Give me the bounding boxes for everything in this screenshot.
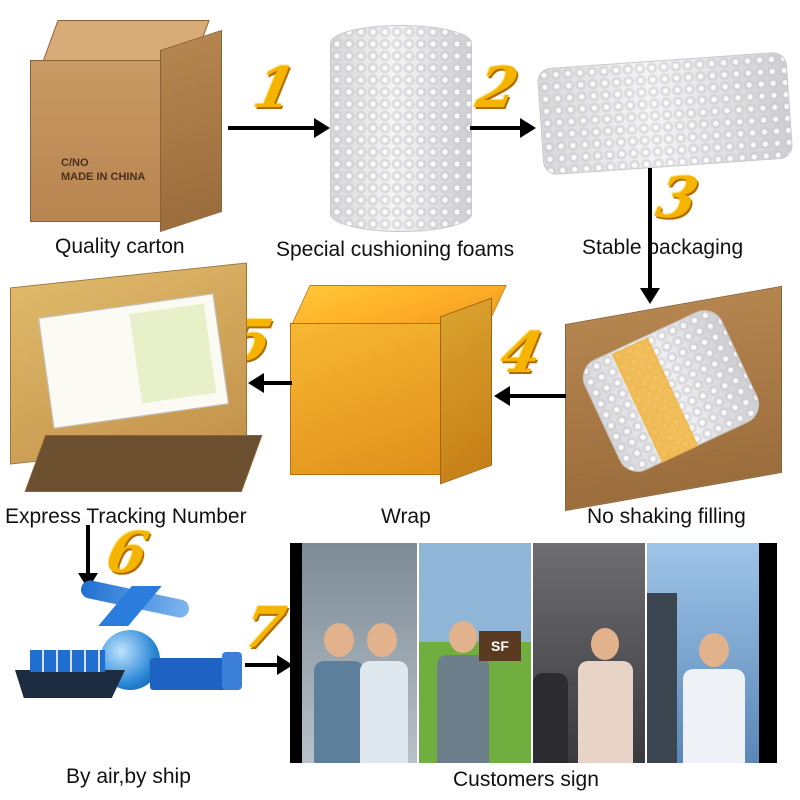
step1-caption: Quality carton	[55, 235, 185, 258]
step6-number: 6	[100, 520, 154, 586]
arrow-3-to-4	[640, 168, 660, 304]
photo-panel-1	[302, 543, 419, 763]
step1-number: 1	[247, 55, 301, 121]
arrow-2-to-3	[470, 118, 536, 138]
step4-caption: No shaking filling	[587, 505, 746, 528]
arrow-4-to-5	[494, 386, 566, 406]
transport-illustration	[10, 578, 250, 720]
wrapped-box	[290, 285, 507, 485]
carton-icon: C/NO MADE IN CHINA	[30, 20, 230, 233]
step5-caption: Wrap	[381, 505, 431, 528]
step2-number: 2	[470, 55, 524, 121]
courier-logo: SF	[479, 631, 521, 661]
arrow-7-to-final	[245, 655, 293, 675]
photo-panel-4	[647, 543, 759, 763]
step3-number: 3	[650, 165, 704, 231]
cargo-ship-icon	[15, 670, 125, 698]
step2-caption: Special cushioning foams	[276, 238, 515, 261]
arrow-1-to-2	[228, 118, 330, 138]
bubble-wrap-icon	[536, 51, 794, 176]
arrow-6-to-7	[78, 525, 98, 589]
photo-panel-3	[533, 543, 647, 763]
step6-caption: Express Tracking Number	[5, 505, 247, 528]
foam-roll-icon	[330, 25, 472, 232]
step4-number: 4	[494, 320, 548, 386]
final-caption: Customers sign	[453, 768, 599, 791]
customers-photo-strip: SF	[290, 543, 777, 763]
open-carton-filling	[565, 285, 782, 512]
arrow-5-to-6	[248, 373, 292, 393]
photo-panel-2: SF	[419, 543, 533, 763]
carton-print: C/NO MADE IN CHINA	[61, 157, 146, 183]
labeled-box	[10, 262, 263, 505]
step3-caption: Stable packaging	[582, 236, 744, 259]
step7-caption: By air,by ship	[66, 765, 191, 788]
